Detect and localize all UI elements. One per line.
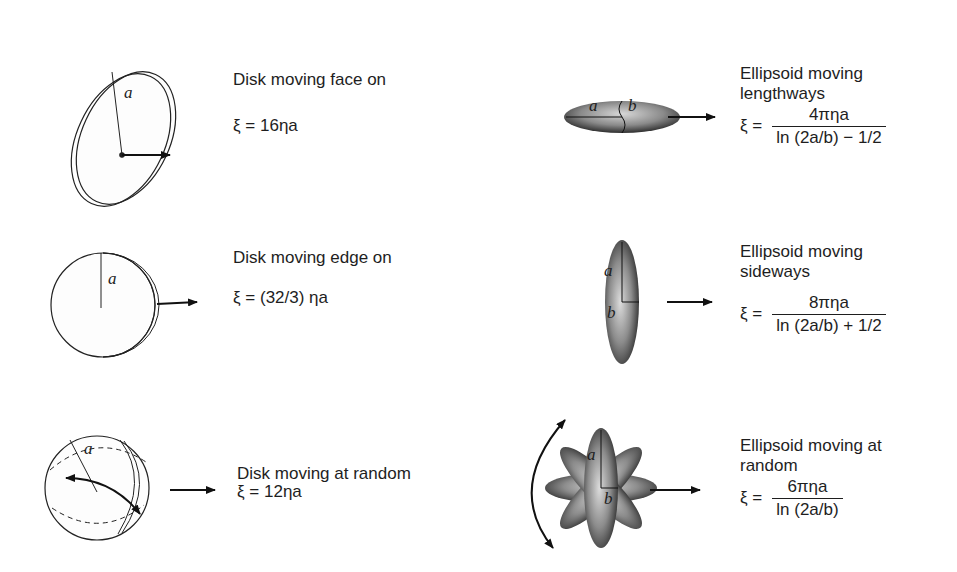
disk-face-on: [52, 56, 196, 222]
formula-denominator: ln (2a/b): [776, 500, 838, 520]
dimension-label: a: [587, 446, 596, 464]
dimension-label: a: [589, 97, 598, 115]
case-title: Ellipsoid moving lengthways: [740, 64, 890, 104]
drag-formula: ξ = (32/3) ηa: [233, 288, 328, 308]
drag-formula: ξ = 16ηa: [233, 116, 298, 136]
ellipsoid-at-random: [532, 420, 700, 548]
dimension-label: a: [604, 262, 613, 280]
case-title: Disk moving face on: [233, 70, 386, 90]
fraction-bar: [772, 498, 842, 499]
ellipsoid-lengthways: [564, 101, 715, 133]
dimension-label: a: [108, 270, 117, 288]
ellipsoid-sideways: [605, 240, 712, 364]
case-title: Ellipsoid moving sideways: [740, 242, 890, 282]
fraction-bar: [772, 126, 885, 127]
formula-denominator: ln (2a/b) + 1/2: [776, 316, 881, 336]
dimension-label: a: [124, 84, 133, 102]
dimension-label: b: [628, 97, 637, 115]
formula-numerator: 8πηa: [809, 293, 849, 313]
dimension-label: b: [604, 490, 613, 508]
dimension-label: a: [84, 440, 93, 458]
disk-edge-on: [51, 253, 197, 357]
formula-numerator: 6πηa: [787, 477, 827, 497]
fraction-bar: [772, 314, 885, 315]
disk-at-random: [45, 436, 215, 540]
case-title: Ellipsoid moving at random: [740, 436, 890, 476]
formula-lhs: ξ =: [740, 488, 762, 508]
formula-denominator: ln (2a/b) − 1/2: [776, 128, 881, 148]
formula-lhs: ξ =: [740, 116, 762, 136]
formula-numerator: 4πηa: [809, 105, 849, 125]
case-title: Disk moving at random: [237, 464, 411, 484]
case-title: Disk moving edge on: [233, 248, 392, 268]
formula-lhs: ξ =: [740, 304, 762, 324]
dimension-label: b: [607, 304, 616, 322]
drag-formula: ξ = 12ηa: [237, 482, 302, 502]
